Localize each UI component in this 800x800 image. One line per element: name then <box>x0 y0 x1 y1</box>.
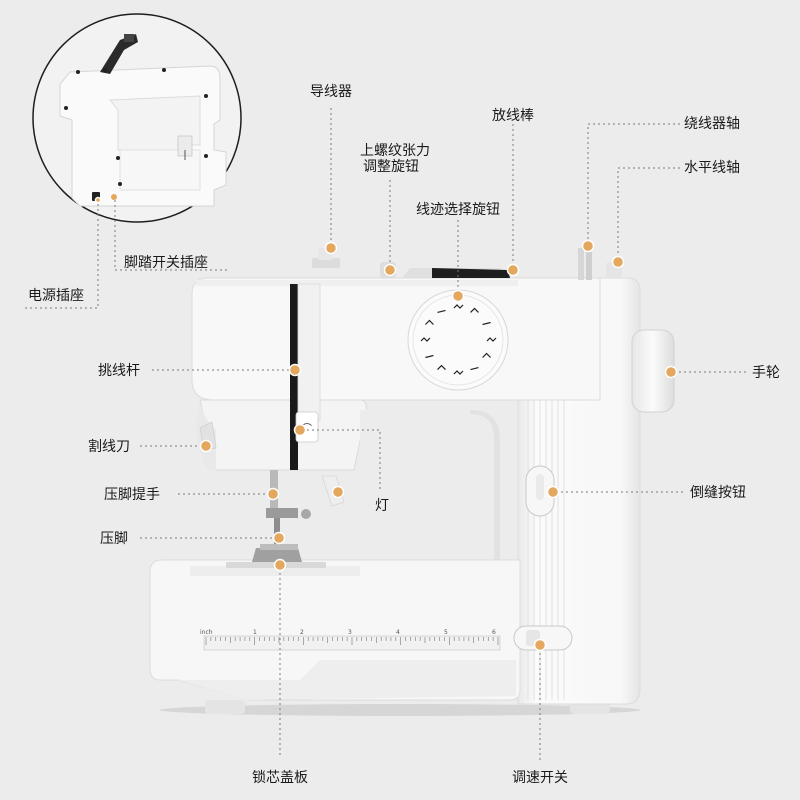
bobbin-cover-marker <box>273 558 287 572</box>
stitch-pattern-icon <box>482 352 492 358</box>
ruler-tick-1: 1 <box>253 629 257 636</box>
measuring-ruler: inch 1 2 3 4 5 6 <box>200 629 501 651</box>
label-upper-tension-line1: 上螺纹张力 <box>360 143 430 159</box>
stitch-pattern-icon <box>453 370 464 375</box>
label-reverse-button: 倒缝按钮 <box>690 485 746 501</box>
presser-foot-lifter-marker <box>266 487 280 501</box>
label-take-up-lever: 挑线杆 <box>98 363 140 379</box>
callout-labels: 导线器 放线棒 绕线器轴 上螺纹张力 调整旋钮 水平线轴 线迹选择旋钮 脚踏开关… <box>28 84 780 786</box>
stitch-pattern-icon <box>470 366 479 371</box>
stitch-pattern-icon <box>482 321 491 326</box>
label-light: 灯 <box>375 498 389 514</box>
label-upper-tension-line2: 调整旋钮 <box>363 159 419 175</box>
ruler-tick-6: 6 <box>492 629 496 636</box>
stitch-selector-marker <box>451 289 465 303</box>
label-bobbin-winder-shaft: 绕线器轴 <box>684 116 740 132</box>
label-foot-pedal-socket: 脚踏开关插座 <box>124 255 208 271</box>
ruler-tick-4: 4 <box>396 629 400 636</box>
label-thread-guide: 导线器 <box>310 84 352 100</box>
side-view-inset <box>32 13 242 223</box>
presser-foot-marker <box>272 531 286 545</box>
label-presser-foot: 压脚 <box>100 531 128 547</box>
label-spool-pin: 放线棒 <box>492 108 534 124</box>
callout-leaders <box>24 108 748 760</box>
power-socket-marker <box>94 196 102 204</box>
label-horizontal-spool: 水平线轴 <box>684 160 740 176</box>
stitch-pattern-icon <box>437 364 446 371</box>
spool-pin-marker <box>506 263 520 277</box>
label-presser-foot-lifter: 压脚提手 <box>104 487 160 503</box>
thread-guide-marker <box>324 241 338 255</box>
ruler-tick-5: 5 <box>444 629 448 636</box>
thread-cutter-marker <box>199 439 213 453</box>
label-handwheel: 手轮 <box>752 365 780 381</box>
stitch-pattern-icon <box>453 304 464 309</box>
sewing-machine: inch 1 2 3 4 5 6 ⌒ <box>149 248 675 716</box>
ruler-tick-3: 3 <box>348 629 352 636</box>
reverse-button-marker <box>546 485 560 499</box>
stitch-selector-dial[interactable] <box>407 289 509 391</box>
stitch-pattern-icon <box>486 337 497 342</box>
reverse-button-graphic[interactable] <box>525 465 555 517</box>
stitch-pattern-icon <box>425 354 434 359</box>
stitch-pattern-icon <box>424 319 434 325</box>
handwheel-marker <box>664 365 678 379</box>
presser-foot-assembly <box>252 470 311 562</box>
ruler-tick-2: 2 <box>300 629 304 636</box>
svg-text:⌒: ⌒ <box>302 423 312 435</box>
upper-tension-marker <box>383 263 397 277</box>
label-speed-switch: 调速开关 <box>512 770 568 786</box>
label-power-socket: 电源插座 <box>28 288 84 304</box>
speed-switch-marker <box>533 638 547 652</box>
stitch-pattern-icon <box>420 337 431 342</box>
bobbin-winder-shaft-marker <box>581 239 595 253</box>
light-tube-marker <box>331 485 345 499</box>
label-thread-cutter: 割线刀 <box>88 438 130 455</box>
stitch-pattern-icon <box>437 309 446 314</box>
label-bobbin-cover: 锁芯盖板 <box>252 770 308 786</box>
horizontal-spool-marker <box>611 255 625 269</box>
take-up-lever-marker <box>288 363 302 377</box>
ruler-unit: inch <box>200 629 213 636</box>
light-marker <box>293 423 307 437</box>
stitch-pattern-icon <box>470 307 479 313</box>
label-stitch-selector: 线迹选择旋钮 <box>416 202 500 218</box>
